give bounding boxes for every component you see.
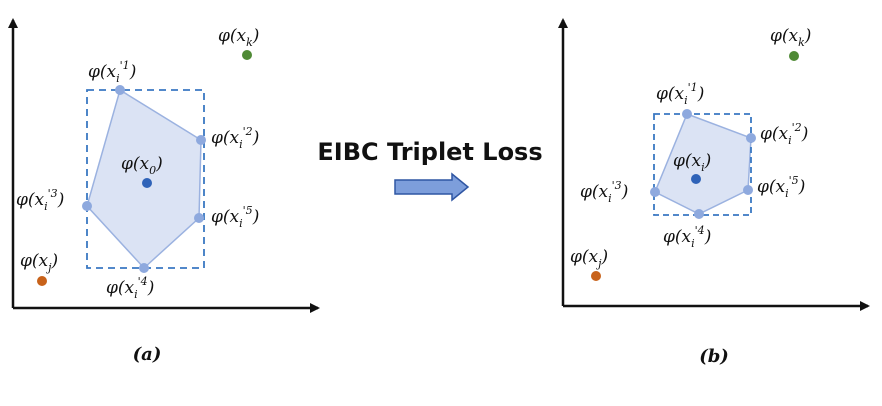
panel-a-center-point (142, 178, 152, 188)
panel-a-vertex-2 (196, 135, 206, 145)
block-arrow-icon (394, 172, 470, 202)
panel-a-label-p1: φ(xi'1) (88, 59, 136, 85)
panel-b-label-p1: φ(xi'1) (656, 81, 704, 107)
panel-b-label-p4: φ(xi'4) (663, 224, 711, 250)
panel-b-vertex-2 (746, 133, 756, 143)
panel-b-vertex-3 (650, 187, 660, 197)
panel-b-point-j (591, 271, 601, 281)
panel-a-label-k: φ(xk) (218, 26, 259, 49)
panel-b-hull (654, 113, 752, 215)
panel-a-caption: (a) (133, 344, 162, 365)
panel-b-vertex-1 (682, 109, 692, 119)
panel-b-label-p3: φ(xi'3) (580, 179, 628, 205)
panel-a-vertex-1 (115, 85, 125, 95)
panel-b-label-p2: φ(xi'2) (760, 121, 808, 147)
panel-a-label-p3: φ(xi'3) (16, 187, 64, 213)
panel-a-label-p4: φ(xi'4) (106, 275, 154, 301)
panel-b-center-point (691, 174, 701, 184)
panel-a-label-center: φ(x0) (121, 154, 163, 177)
panel-b-vertex-4 (694, 209, 704, 219)
panel-b-label-k: φ(xk) (770, 26, 811, 49)
panel-a: φ(xk) φ(xi'1) φ(xi'2) φ(x0) φ(xi'3) φ(xi… (7, 18, 320, 365)
panel-a-point-j (37, 276, 47, 286)
panel-b: φ(xk) φ(xi'1) φ(xi'2) φ(xi) φ(xi'3) φ(xi… (558, 18, 870, 367)
panel-b-bounding-box (653, 113, 752, 216)
panel-b-label-center: φ(xi) (673, 151, 711, 174)
panel-b-point-k (789, 51, 799, 61)
panel-a-vertex-3 (82, 201, 92, 211)
panel-b-label-j: φ(xj) (570, 247, 608, 270)
panel-b-label-p5: φ(xi'5) (757, 174, 805, 200)
panel-b-vertex-5 (743, 185, 753, 195)
panel-a-point-k (242, 50, 252, 60)
panel-b-caption: (b) (699, 346, 729, 367)
transform-arrow: EIBC Triplet Loss (317, 138, 543, 202)
panel-a-vertex-4 (139, 263, 149, 273)
panel-a-label-j: φ(xj) (20, 251, 58, 274)
panel-a-vertex-5 (194, 213, 204, 223)
arrow-label: EIBC Triplet Loss (317, 138, 542, 166)
panel-a-label-p5: φ(xi'5) (211, 204, 259, 230)
panel-a-label-p2: φ(xi'2) (211, 125, 259, 151)
